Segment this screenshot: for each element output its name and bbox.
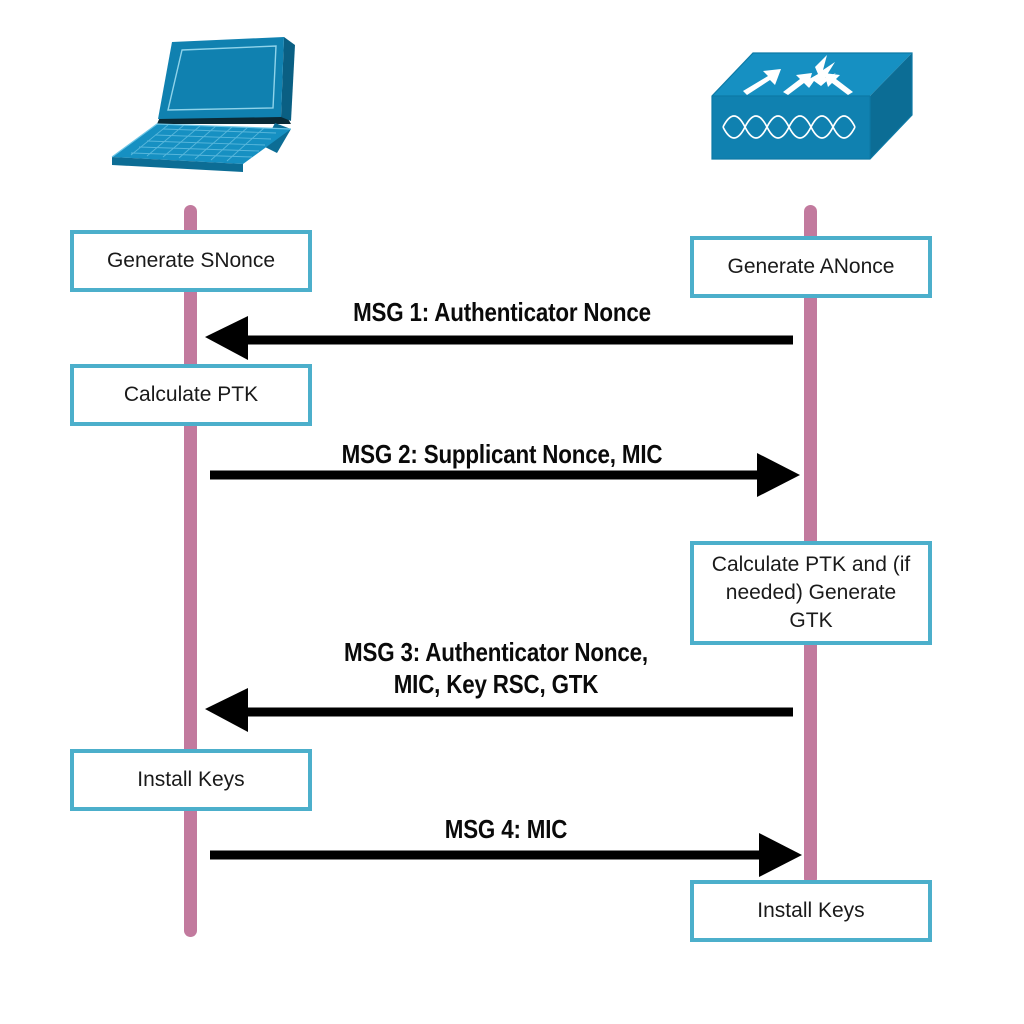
- action-box-install-keys-authenticator[interactable]: Install Keys: [690, 880, 932, 942]
- action-box-label: Install Keys: [757, 899, 865, 923]
- action-box-calculate-ptk-gtk[interactable]: Calculate PTK and (if needed) Generate G…: [690, 541, 932, 645]
- arrow-msg3: [205, 688, 793, 732]
- arrow-msg1: [205, 316, 793, 360]
- laptop-icon: [95, 28, 310, 173]
- action-box-label: Install Keys: [137, 768, 245, 792]
- arrow-msg4: [210, 833, 802, 877]
- action-box-label: Calculate PTK: [123, 383, 259, 407]
- action-box-generate-snonce[interactable]: Generate SNonce: [70, 230, 312, 292]
- switch-icon: [705, 48, 920, 166]
- action-box-label: Generate ANonce: [727, 255, 895, 279]
- action-box-calculate-ptk[interactable]: Calculate PTK: [70, 364, 312, 426]
- arrow-msg2: [210, 453, 800, 497]
- action-box-install-keys-supplicant[interactable]: Install Keys: [70, 749, 312, 811]
- action-box-generate-anonce[interactable]: Generate ANonce: [690, 236, 932, 298]
- action-box-label: Generate SNonce: [106, 249, 276, 273]
- action-box-label: Calculate PTK and (if needed) Generate G…: [711, 553, 911, 632]
